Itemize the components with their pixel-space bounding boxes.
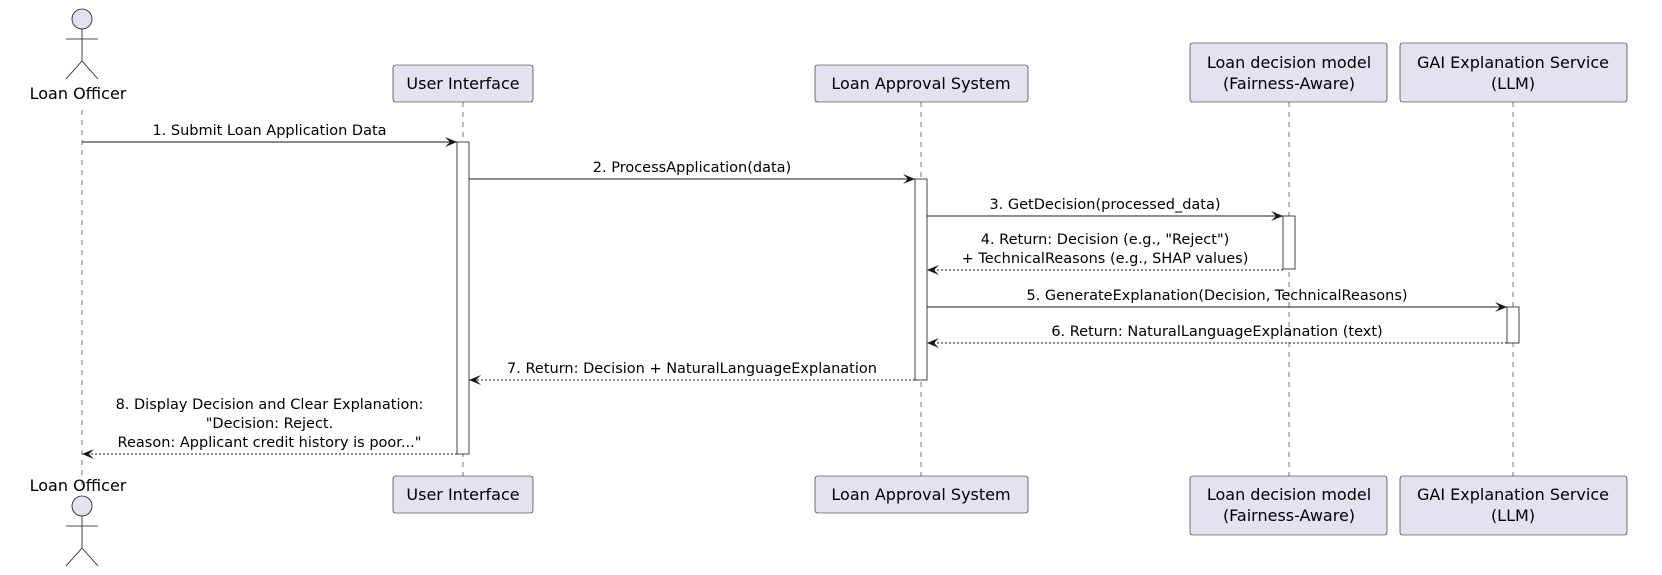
arrowhead-icon	[903, 174, 915, 184]
participant-label-line2: (Fairness-Aware)	[1223, 74, 1355, 93]
actor-head-icon	[71, 8, 93, 30]
message-8: 8. Display Decision and Clear Explanatio…	[82, 397, 457, 459]
activation-loan-approval-system	[914, 178, 928, 381]
participant-label: Loan Approval System	[831, 485, 1010, 504]
participant-gai-explanation-service-bottom: GAI Explanation Service (LLM)	[1399, 475, 1628, 536]
participant-label-line2: (LLM)	[1491, 74, 1535, 93]
arrowhead-icon	[445, 137, 457, 147]
message-1: 1. Submit Loan Application Data	[82, 123, 457, 147]
message-label-line2: + TechnicalReasons (e.g., SHAP values)	[962, 251, 1249, 267]
actor-label: Loan Officer	[30, 84, 127, 103]
participant-label-line1: Loan decision model	[1207, 485, 1371, 504]
actor-label: Loan Officer	[30, 476, 127, 495]
message-label-line1: 8. Display Decision and Clear Explanatio…	[116, 397, 424, 413]
message-label: 3. GetDecision(processed_data)	[989, 197, 1220, 213]
participant-label-line1: GAI Explanation Service	[1417, 53, 1609, 72]
message-2: 2. ProcessApplication(data)	[469, 160, 915, 184]
participant-label-line2: (Fairness-Aware)	[1223, 506, 1355, 525]
message-label-line3: Reason: Applicant credit history is poor…	[118, 435, 422, 451]
participant-label: User Interface	[406, 485, 519, 504]
arrowhead-icon	[1271, 211, 1283, 221]
message-4: 4. Return: Decision (e.g., "Reject") + T…	[927, 232, 1283, 275]
message-label-line1: 4. Return: Decision (e.g., "Reject")	[981, 232, 1230, 248]
arrowhead-icon	[1495, 302, 1507, 312]
message-label: 5. GenerateExplanation(Decision, Technic…	[1026, 288, 1407, 304]
message-3: 3. GetDecision(processed_data)	[927, 197, 1283, 221]
message-5: 5. GenerateExplanation(Decision, Technic…	[927, 288, 1507, 312]
participant-label: Loan Approval System	[831, 74, 1010, 93]
message-label: 6. Return: NaturalLanguageExplanation (t…	[1051, 324, 1382, 340]
arrowhead-icon	[82, 449, 94, 459]
arrowhead-icon	[927, 265, 939, 275]
activation-user-interface	[456, 141, 470, 455]
message-label: 2. ProcessApplication(data)	[593, 160, 791, 176]
message-label: 1. Submit Loan Application Data	[152, 123, 386, 139]
arrowhead-icon	[927, 338, 939, 348]
participant-label-line1: Loan decision model	[1207, 53, 1371, 72]
participant-label: User Interface	[406, 74, 519, 93]
message-7: 7. Return: Decision + NaturalLanguageExp…	[469, 361, 915, 385]
participant-gai-explanation-service-top: GAI Explanation Service (LLM)	[1399, 42, 1628, 103]
participant-label-line1: GAI Explanation Service	[1417, 485, 1609, 504]
participant-label-line2: (LLM)	[1491, 506, 1535, 525]
actor-head-icon	[71, 495, 93, 517]
message-label-line2: "Decision: Reject.	[206, 416, 333, 432]
arrowhead-icon	[469, 375, 481, 385]
message-label: 7. Return: Decision + NaturalLanguageExp…	[507, 361, 877, 377]
participant-loan-decision-model-bottom: Loan decision model (Fairness-Aware)	[1189, 475, 1388, 536]
activation-gai-explanation-service	[1506, 306, 1520, 344]
participant-loan-approval-system-bottom: Loan Approval System	[814, 475, 1029, 514]
message-6: 6. Return: NaturalLanguageExplanation (t…	[927, 324, 1507, 348]
activation-loan-decision-model	[1282, 215, 1296, 270]
actor-loan-officer-top: Loan Officer	[30, 8, 127, 103]
actor-loan-officer-bottom: Loan Officer	[30, 476, 127, 567]
participant-loan-decision-model-top: Loan decision model (Fairness-Aware)	[1189, 42, 1388, 103]
participant-user-interface-bottom: User Interface	[392, 475, 534, 514]
participant-user-interface-top: User Interface	[392, 64, 534, 103]
participant-loan-approval-system-top: Loan Approval System	[814, 64, 1029, 103]
